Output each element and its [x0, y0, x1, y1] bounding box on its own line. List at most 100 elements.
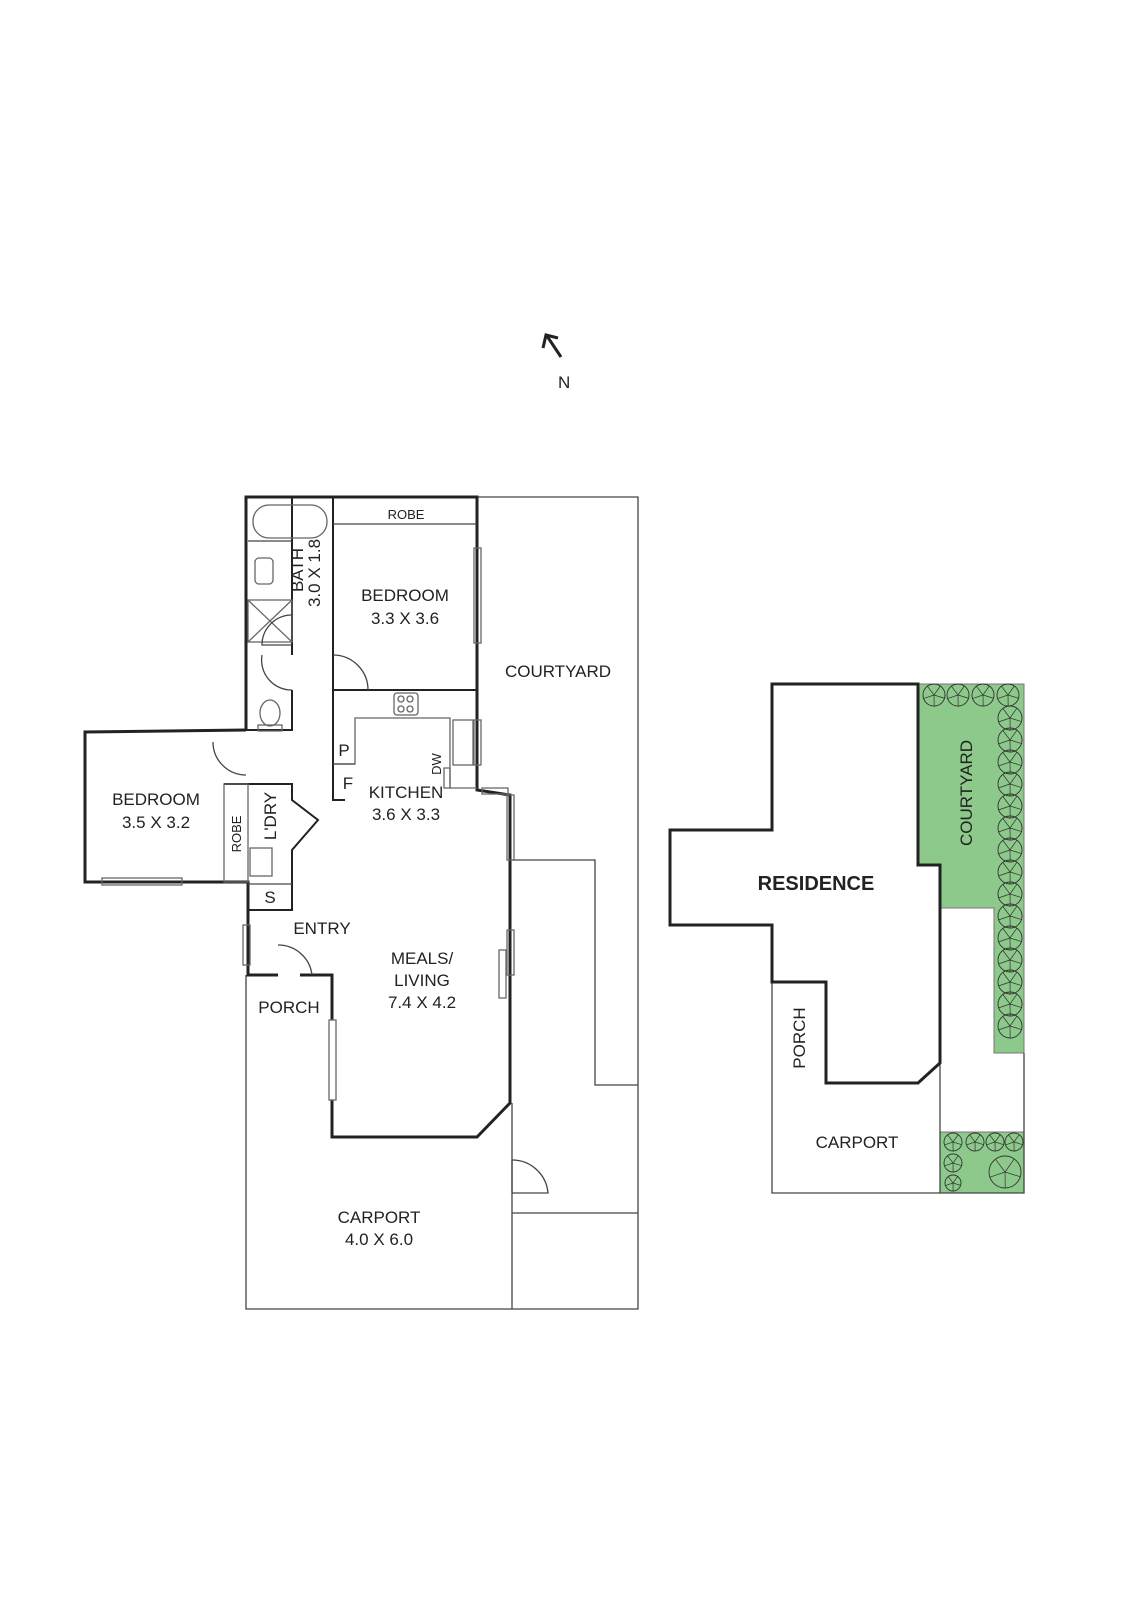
tree-branch — [994, 1134, 1001, 1143]
tree-branch — [989, 1171, 1006, 1178]
tree-branch — [1002, 906, 1011, 917]
tree-branch — [933, 694, 945, 699]
tree-branch — [1002, 774, 1011, 785]
tree-branch — [945, 1182, 954, 1186]
tree-branch — [1009, 773, 1018, 785]
tree-branch — [952, 1141, 962, 1145]
tree-branch — [995, 1158, 1006, 1173]
carport-label: CARPORT — [338, 1208, 421, 1227]
porch-label: PORCH — [258, 998, 319, 1017]
tree-branch — [1009, 839, 1018, 851]
tree-branch — [1009, 927, 1018, 939]
tree-branch — [951, 685, 959, 696]
tree-branch — [1009, 707, 1018, 719]
tree-branch — [957, 694, 969, 699]
living-label: LIVING — [394, 971, 450, 990]
north-arrow-icon — [541, 333, 563, 358]
tree-branch — [994, 1141, 1004, 1145]
residence-outline — [668, 682, 942, 1085]
tree-branch — [1002, 972, 1011, 983]
tree-branch — [998, 717, 1011, 723]
tree-branch — [1009, 1015, 1018, 1027]
tree-branch — [982, 694, 994, 699]
site-porch-label: PORCH — [790, 1007, 809, 1068]
tree-branch — [1009, 993, 1018, 1005]
tree-branch — [1004, 1171, 1021, 1178]
tree-branch — [1002, 708, 1011, 719]
bedroom2-label: BEDROOM — [112, 790, 200, 809]
tree-branch — [1009, 795, 1018, 807]
tree-branch — [998, 871, 1011, 877]
tree-branch — [1013, 1141, 1023, 1145]
tree-branch — [1009, 893, 1022, 898]
site-courtyard-label: COURTYARD — [957, 740, 976, 846]
tree-branch — [1009, 849, 1022, 854]
tree-branch — [1009, 805, 1022, 810]
tree-branch — [998, 937, 1011, 943]
tree-branch — [1009, 729, 1018, 741]
tree-branch — [974, 1134, 981, 1143]
tree-branch — [1009, 937, 1022, 942]
tree-branch — [1009, 981, 1022, 986]
tree-branch — [966, 1141, 976, 1146]
tree-branch — [997, 694, 1009, 699]
tree-branch — [952, 1176, 958, 1184]
tree-branch — [1002, 1016, 1011, 1027]
tree-branch — [947, 694, 959, 699]
tree-branch — [1002, 796, 1011, 807]
robe-side-label: ROBE — [229, 815, 244, 852]
bath-label: BATH — [288, 548, 307, 592]
tree-branch — [944, 1141, 954, 1146]
tree-branch — [998, 981, 1011, 987]
tree-branch — [952, 1182, 961, 1186]
tree-branch — [1009, 915, 1022, 920]
site-plan — [668, 682, 1025, 1194]
meals-label: MEALS/ — [391, 949, 454, 968]
tree-branch — [986, 1141, 996, 1146]
tree-branch — [998, 849, 1011, 855]
tree-branch — [1009, 861, 1018, 873]
tree-branch — [933, 685, 941, 696]
dishwasher-label: DW — [429, 752, 444, 774]
tree-branch — [998, 827, 1011, 833]
tree-branch — [1009, 971, 1018, 983]
laundry-label: L'DRY — [261, 792, 280, 840]
tree-branch — [972, 694, 984, 699]
floor-plan — [83, 495, 639, 1310]
tree-branch — [976, 685, 984, 696]
bedroom2-dim: 3.5 X 3.2 — [122, 813, 190, 832]
tree-branch — [1002, 928, 1011, 939]
tree-branch — [1001, 685, 1009, 696]
tree-branch — [1005, 1141, 1015, 1146]
bath-dim: 3.0 X 1.8 — [305, 539, 324, 607]
tree-branch — [1009, 739, 1022, 744]
tree-branch — [957, 685, 965, 696]
tree-branch — [998, 959, 1011, 965]
tree-branch — [1009, 871, 1022, 876]
tree-branch — [1009, 1003, 1022, 1008]
tree-branch — [1009, 817, 1018, 829]
tree-branch — [998, 915, 1011, 921]
tree-branch — [1002, 840, 1011, 851]
tree-branch — [1002, 862, 1011, 873]
tree-branch — [947, 1155, 954, 1164]
tree-branch — [998, 1025, 1011, 1031]
tree-branch — [952, 1134, 959, 1143]
tree-branch — [1002, 950, 1011, 961]
tree-branch — [1013, 1134, 1020, 1143]
tree-branch — [1009, 717, 1022, 722]
tree-branch — [1009, 905, 1018, 917]
bedroom1-dim: 3.3 X 3.6 — [371, 609, 439, 628]
tree-branch — [998, 783, 1011, 789]
tree-branch — [969, 1134, 976, 1143]
courtyard-garden — [917, 683, 1025, 1054]
tree-branch — [998, 805, 1011, 811]
tree-branch — [1008, 1134, 1015, 1143]
residence-label: RESIDENCE — [758, 873, 875, 895]
carport-dim: 4.0 X 6.0 — [345, 1230, 413, 1249]
tree-branch — [1009, 949, 1018, 961]
tree-branch — [974, 1141, 984, 1145]
tree-branch — [1007, 694, 1019, 699]
tree-branch — [998, 761, 1011, 767]
storage-label: S — [264, 888, 275, 907]
